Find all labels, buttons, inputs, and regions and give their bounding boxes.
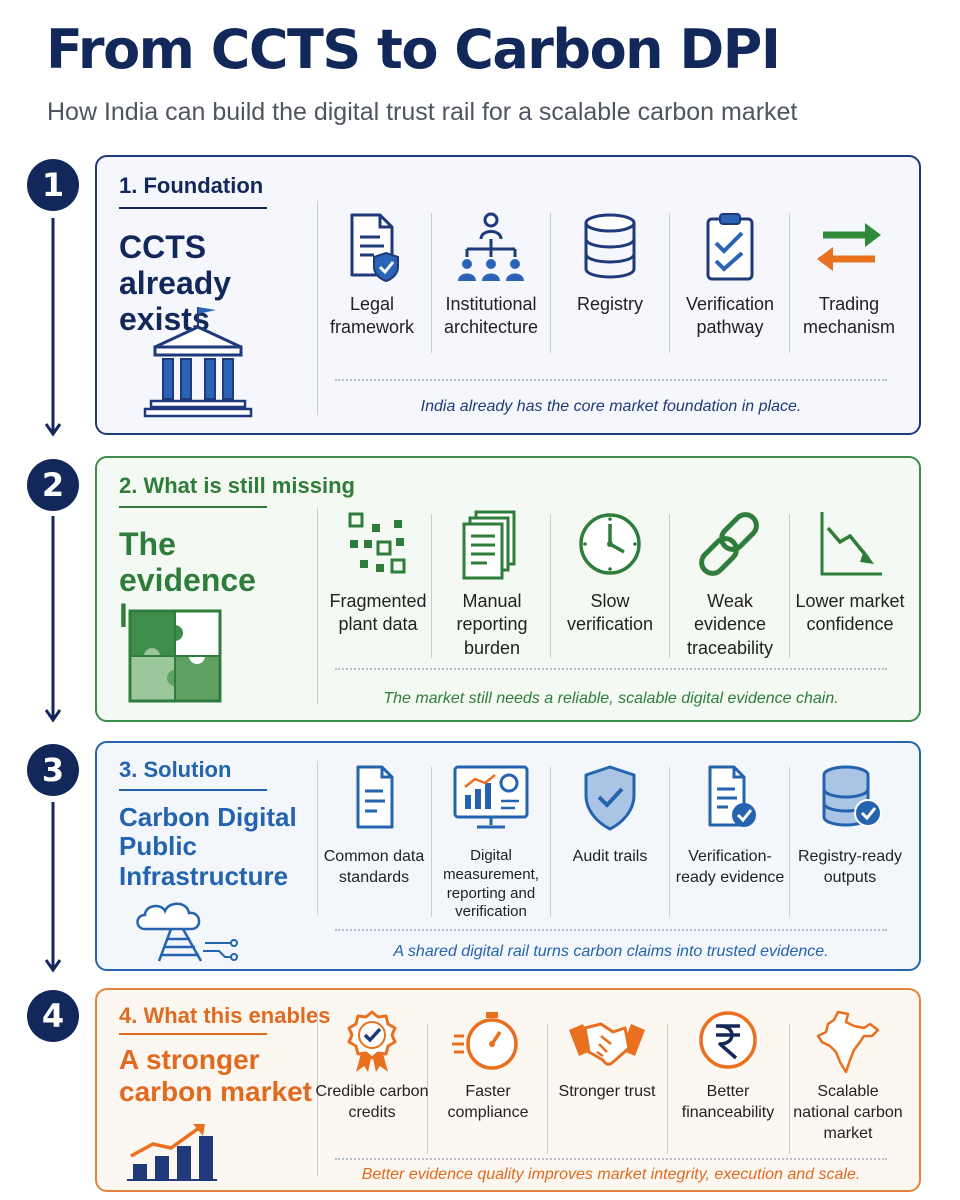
divider [427, 1024, 428, 1154]
step-number-2: 2 [27, 459, 79, 511]
section-headline: A stronger carbon market [119, 1044, 312, 1107]
item-registry-ready-outputs: Registry-ready outputs [791, 763, 909, 889]
puzzle-icon [128, 609, 222, 703]
section-headline: CCTS already exists [119, 229, 232, 338]
down-arrow-icon [45, 516, 61, 723]
item-weak-evidence-traceability: Weak evidence traceability [671, 510, 789, 660]
item-faster-compliance: Faster compliance [429, 1010, 547, 1124]
item-verification-ready-evidence: Verification-ready evidence [671, 763, 789, 889]
divider [550, 767, 551, 917]
item-common-data-standards: Common data standards [315, 763, 433, 889]
item-trading-mechanism: Trading mechanism [790, 209, 908, 340]
divider [431, 767, 432, 917]
section-headline: The evidence layer [119, 526, 256, 634]
section-solution: 3. Solution Carbon Digital Public Infras… [95, 741, 921, 971]
item-institutional-architecture: Institutional architecture [432, 209, 550, 340]
down-arrow-icon [45, 802, 61, 973]
divider [317, 201, 318, 415]
item-stronger-trust: Stronger trust [548, 1010, 666, 1103]
handshake-icon [569, 1022, 645, 1066]
divider [789, 514, 790, 658]
clipboard-check-icon [706, 213, 754, 281]
divider [669, 767, 670, 917]
india-map-icon [816, 1010, 880, 1074]
divider [789, 1024, 790, 1154]
divider [667, 1024, 668, 1154]
dotted-rule [335, 1158, 887, 1160]
clock-icon [579, 513, 641, 575]
down-arrow-icon [45, 218, 61, 437]
document-icon [356, 765, 394, 829]
exchange-arrows-icon [817, 223, 881, 271]
database-icon [584, 213, 636, 279]
step-number-4: 4 [27, 990, 79, 1042]
org-chart-icon [458, 212, 524, 281]
stopwatch-icon [452, 1012, 518, 1070]
page-subtitle: How India can build the digital trust ra… [47, 98, 798, 126]
item-legal-framework: Legal framework [313, 209, 431, 340]
database-check-icon [822, 765, 882, 827]
divider [669, 213, 670, 353]
item-slow-verification: Slow verification [551, 510, 669, 637]
item-lower-market-confidence: Lower market confidence [791, 510, 909, 637]
step-number-3: 3 [27, 744, 79, 796]
section-headline: Carbon Digital Public Infrastructure [119, 802, 297, 891]
dotted-rule [335, 668, 887, 670]
divider [317, 1010, 318, 1176]
item-verification-pathway: Verification pathway [671, 209, 789, 340]
scattered-squares-icon [348, 512, 406, 574]
declining-chart-icon [820, 512, 882, 576]
government-building-icon [143, 307, 253, 418]
section-missing: 2. What is still missing The evidence la… [95, 456, 921, 722]
item-manual-reporting-burden: Manual reporting burden [433, 510, 551, 660]
item-scalable-national-carbon-market: Scalable national carbon market [789, 1010, 907, 1144]
section-heading: 2. What is still missing [119, 473, 355, 498]
item-better-financeability: Better financeability [669, 1010, 787, 1124]
divider [547, 1024, 548, 1154]
step-number-1: 1 [27, 159, 79, 211]
dotted-rule [335, 379, 887, 381]
section-note: The market still needs a reliable, scala… [383, 690, 839, 707]
section-note: India already has the core market founda… [420, 398, 802, 415]
divider [789, 213, 790, 353]
heading-rule [119, 506, 267, 508]
divider [317, 761, 318, 915]
heading-rule [119, 207, 267, 209]
page-title: From CCTS to Carbon DPI [46, 18, 781, 81]
section-enables: 4. What this enables A stronger carbon m… [95, 988, 921, 1192]
section-heading: 3. Solution [119, 757, 232, 782]
document-check-icon [708, 765, 756, 827]
section-heading: 4. What this enables [119, 1003, 331, 1028]
section-heading: 1. Foundation [119, 173, 264, 198]
rising-bar-chart-icon [127, 1124, 217, 1181]
section-foundation: 1. Foundation CCTS already exists Legal … [95, 155, 921, 435]
item-audit-trails: Audit trails [551, 763, 669, 868]
divider [550, 514, 551, 658]
shield-check-icon [584, 765, 636, 831]
dotted-rule [335, 929, 887, 931]
award-badge-icon [347, 1010, 397, 1072]
stacked-documents-icon [462, 510, 516, 580]
heading-rule [119, 1033, 267, 1035]
divider [550, 213, 551, 353]
heading-rule [119, 789, 267, 791]
item-fragmented-plant-data: Fragmented plant data [319, 510, 437, 637]
rupee-icon [699, 1011, 757, 1069]
divider [317, 508, 318, 704]
divider [431, 213, 432, 353]
item-credible-carbon-credits: Credible carbon credits [313, 1010, 431, 1124]
divider [431, 514, 432, 658]
divider [669, 514, 670, 658]
monitor-dashboard-icon [453, 765, 529, 829]
item-digital-mrv: Digital measurement, reporting and verif… [432, 763, 550, 922]
section-note: Better evidence quality improves market … [361, 1166, 861, 1183]
item-registry: Registry [551, 209, 669, 316]
legal-document-shield-icon [350, 213, 399, 283]
section-note: A shared digital rail turns carbon claim… [393, 943, 829, 960]
chain-link-icon [699, 512, 759, 576]
cloud-rail-icon [136, 902, 238, 962]
divider [789, 767, 790, 917]
